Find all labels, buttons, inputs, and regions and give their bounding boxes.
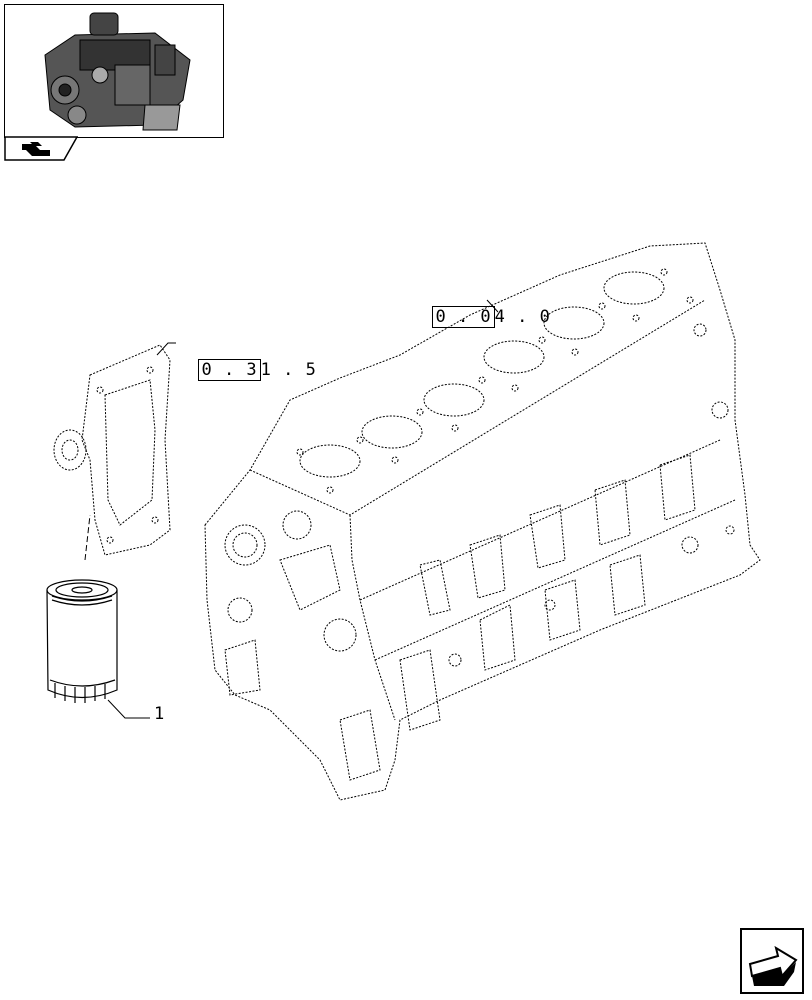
- item-number-1[interactable]: 1: [154, 704, 166, 724]
- engine-block: [204, 242, 761, 801]
- book-arrow-icon: [22, 142, 50, 156]
- next-page-arrow-icon: [748, 945, 798, 986]
- engine-icon: [44, 12, 191, 131]
- engine-thumbnail: [4, 4, 224, 138]
- oil-filter: [46, 579, 118, 703]
- leader-item-1: [107, 699, 150, 719]
- block-ref-tail: 4 . 0: [494, 307, 551, 327]
- oil-filter-head: [53, 344, 171, 556]
- leader-block-ref: [486, 299, 499, 313]
- oil-filter-ref-tail: 1 . 5: [260, 360, 317, 380]
- thumbnail-tab[interactable]: [4, 136, 78, 162]
- leader-oil-ref: [156, 342, 176, 356]
- oil-filter-ref-boxed: 0 . 3: [198, 359, 261, 381]
- next-page-button[interactable]: [740, 928, 804, 994]
- block-ref-boxed: 0 . 0: [432, 306, 495, 328]
